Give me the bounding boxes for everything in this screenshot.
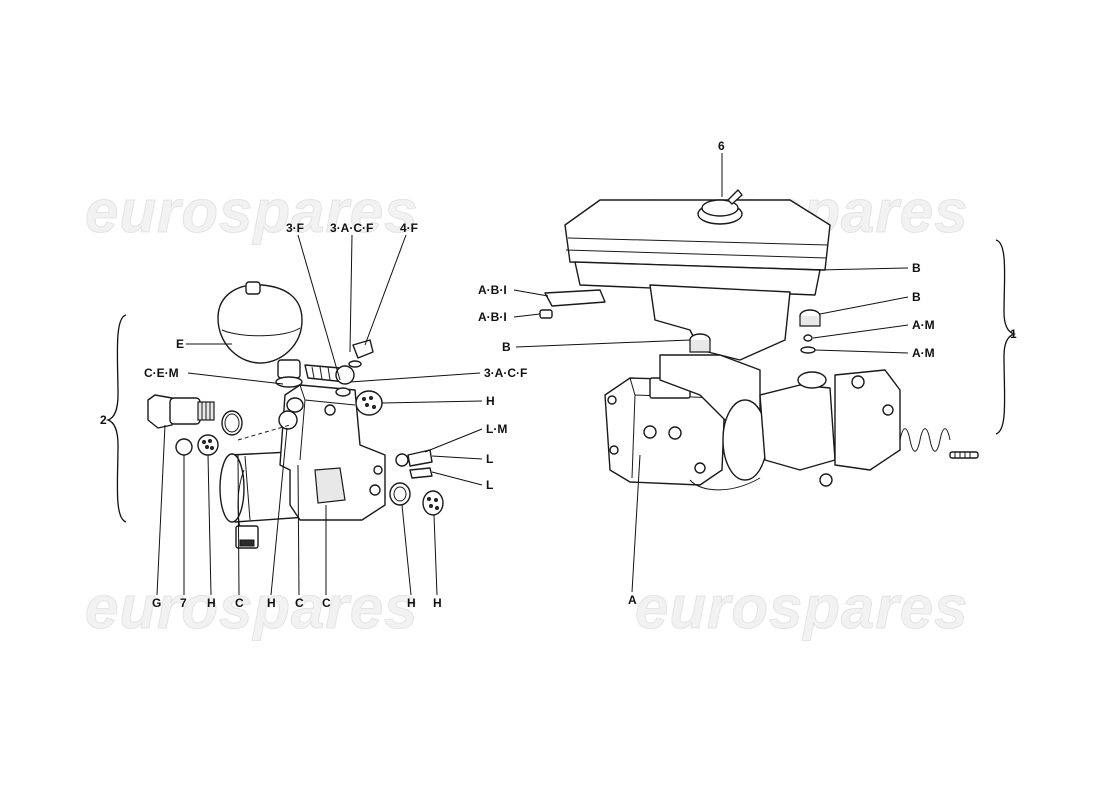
label-c-bottom-1: C	[235, 596, 244, 610]
filter-right	[355, 390, 383, 416]
watermark-bottom-left: eurospares	[85, 574, 419, 641]
top-fittings	[304, 339, 374, 397]
label-e: E	[176, 337, 184, 351]
master-cylinder-assembly	[539, 189, 979, 491]
label-6: 6	[718, 139, 725, 153]
seal-plug-left	[689, 333, 711, 353]
label-b-2: B	[912, 290, 921, 304]
label-abi-2: A·B·I	[478, 310, 507, 324]
label-3f: 3·F	[286, 221, 304, 235]
label-cem: C·E·M	[144, 366, 179, 380]
outlet-fitting	[389, 482, 411, 506]
label-abi-1: A·B·I	[478, 283, 507, 297]
filter-left	[197, 434, 219, 456]
label-h-right: H	[486, 394, 495, 408]
label-3acf-right: 3·A·C·F	[484, 366, 527, 380]
pump-assembly	[147, 281, 444, 549]
o-ring-large	[800, 346, 816, 354]
fluid-reservoir	[564, 189, 831, 361]
group-label-left: 2	[100, 413, 107, 427]
reservoir-bracket	[544, 289, 606, 307]
label-c-bottom-2: C	[295, 596, 304, 610]
labels: 3·F 3·A·C·F 4·F E C·E·M 3·A·C·F H L·M L …	[144, 139, 935, 610]
label-a: A	[628, 593, 637, 607]
assembly-dash-line	[237, 424, 291, 441]
label-l-2: L	[486, 478, 493, 492]
watermark-top-left: eurospares	[85, 178, 419, 245]
label-c-bottom-3: C	[322, 596, 331, 610]
label-h-bottom-3: H	[407, 596, 416, 610]
pressure-switch	[147, 394, 243, 436]
label-am-1: A·M	[912, 318, 935, 332]
washer-7	[175, 438, 193, 456]
hydraulic-unit	[604, 354, 979, 491]
label-l-1: L	[486, 452, 493, 466]
right-group-brace	[995, 239, 1017, 435]
label-h-bottom-1: H	[207, 596, 216, 610]
accumulator-sphere	[217, 281, 303, 388]
label-h-bottom-4: H	[433, 596, 442, 610]
label-4f: 4·F	[400, 221, 418, 235]
seal-plug-right	[799, 309, 821, 327]
label-3acf-top: 3·A·C·F	[330, 221, 373, 235]
label-lm: L·M	[486, 422, 507, 436]
label-h-bottom-2: H	[267, 596, 276, 610]
label-b-1: B	[912, 261, 921, 275]
pump-body	[278, 384, 386, 521]
left-group-brace	[105, 314, 127, 523]
watermark-bottom-right: eurospares	[635, 574, 969, 641]
watermarks: eurospares eurospares eurospares eurospa…	[85, 178, 969, 642]
o-ring-small	[803, 334, 813, 342]
group-label-right: 1	[1010, 327, 1017, 341]
label-g: G	[152, 596, 161, 610]
leader-lines	[156, 153, 909, 596]
label-b-left: B	[502, 340, 511, 354]
banjo-fitting	[395, 449, 433, 479]
label-am-2: A·M	[912, 346, 935, 360]
bracket-bolt	[539, 309, 553, 319]
label-7: 7	[180, 596, 187, 610]
filter-bottom-right	[422, 490, 444, 516]
